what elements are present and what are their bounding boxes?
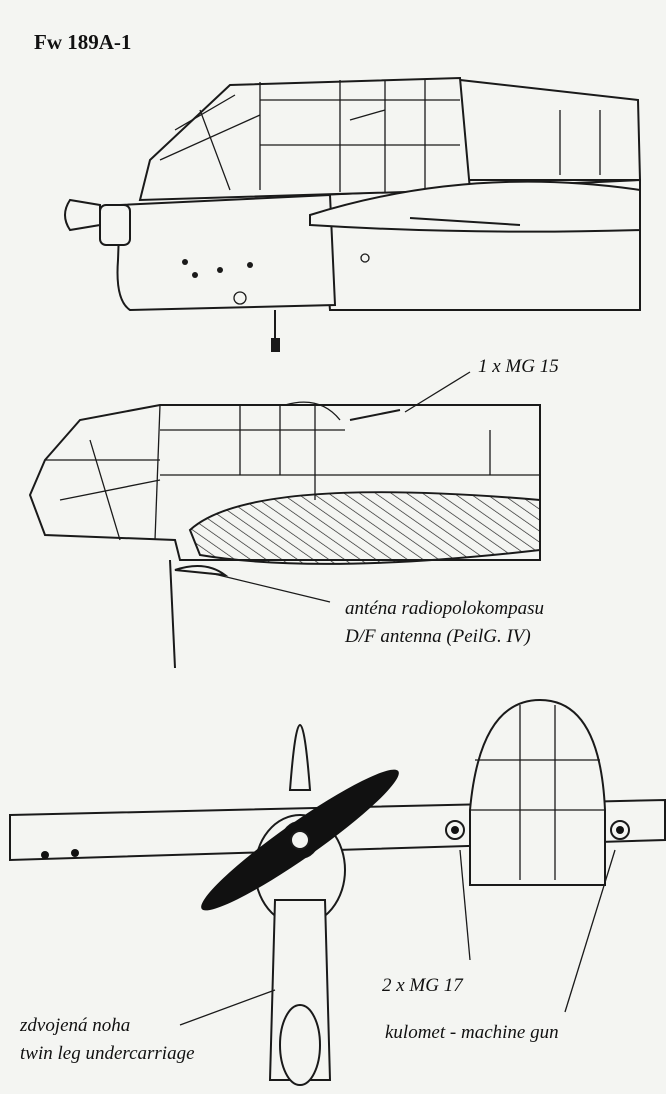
label-mg17: 2 x MG 17: [382, 975, 463, 996]
side-view-full: [64, 76, 642, 352]
label-leg-cz: zdvojená noha: [20, 1015, 131, 1036]
label-antenna-cz: anténa radiopolokompasu: [345, 598, 544, 619]
label-antenna-en: D/F antenna (PeilG. IV): [345, 626, 531, 647]
side-view-nacelle: [28, 401, 541, 669]
label-leg-en: twin leg undercarriage: [20, 1043, 195, 1064]
label-mg15: 1 x MG 15: [478, 356, 559, 377]
front-view: [9, 698, 666, 1086]
label-machine-gun: kulomet - machine gun: [385, 1022, 559, 1043]
drawing-title: Fw 189A-1: [34, 30, 132, 54]
leader-lines: [179, 371, 616, 1026]
